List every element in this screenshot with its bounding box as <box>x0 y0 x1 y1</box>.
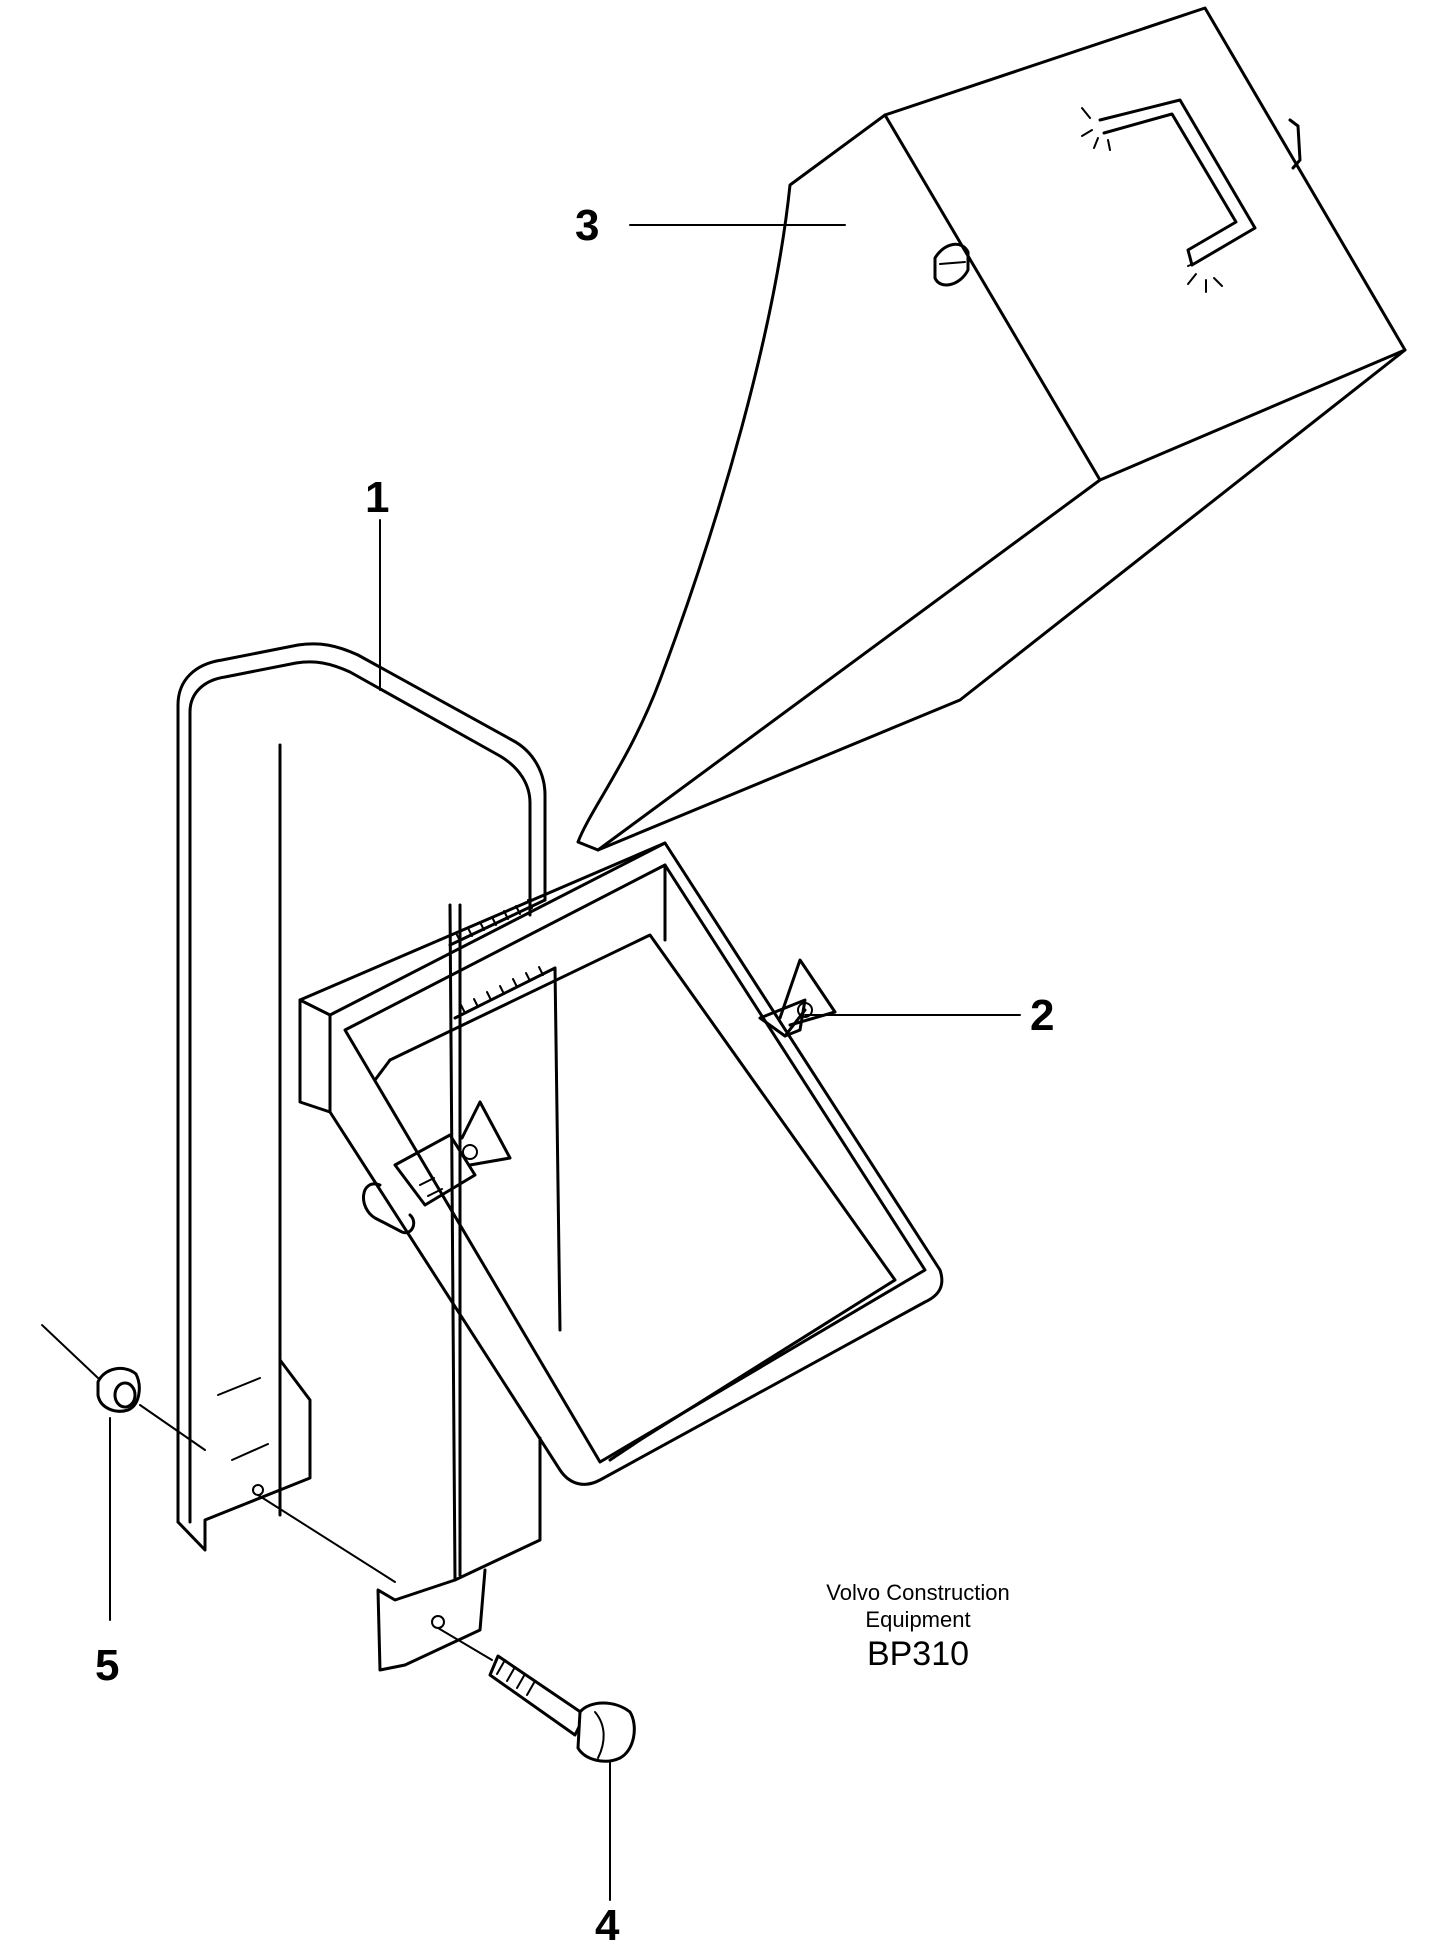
caption-maker-line1: Volvo Construction <box>826 1580 1009 1605</box>
strap-part <box>176 642 562 1672</box>
nut-part <box>96 1366 141 1413</box>
frame-basket-part <box>298 841 944 1486</box>
funnel-hood-part <box>576 6 1407 852</box>
caption-maker-line2: Equipment <box>865 1607 970 1632</box>
leader-lines <box>41 224 1021 1901</box>
callout-2: 2 <box>1030 991 1054 1040</box>
callout-5: 5 <box>95 1641 119 1690</box>
callout-3: 3 <box>575 201 599 250</box>
bolt-part <box>488 1654 636 1763</box>
caption-drawing-code: BP310 <box>867 1635 969 1673</box>
callout-4: 4 <box>595 1901 620 1950</box>
callout-1: 1 <box>365 473 389 522</box>
